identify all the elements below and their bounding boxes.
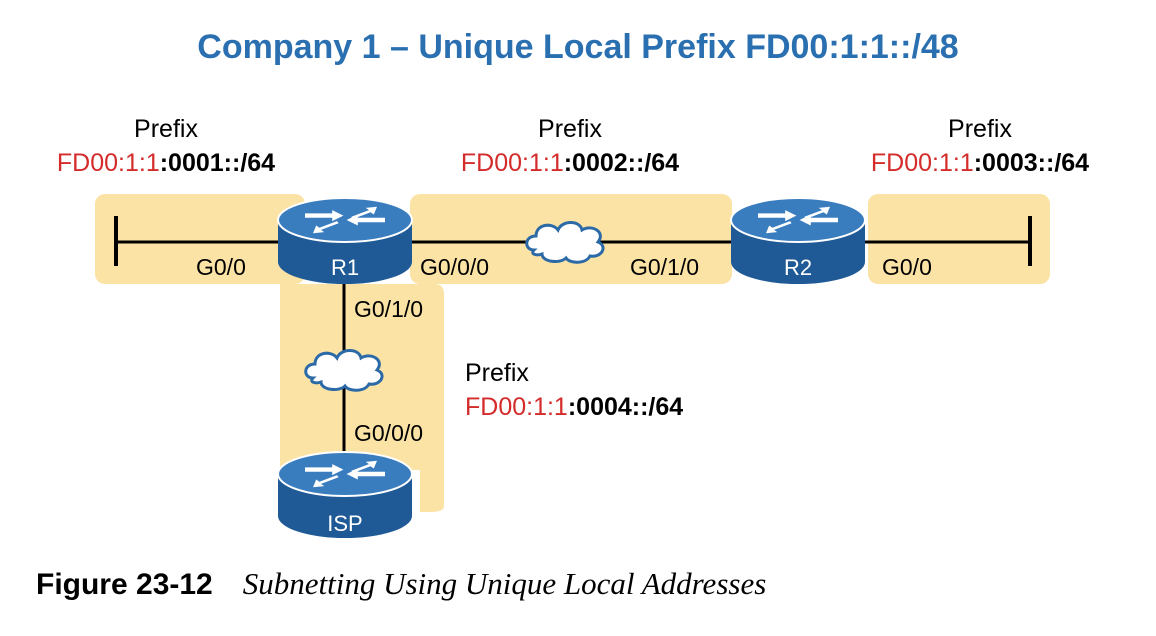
router-isp-label: ISP [327,511,362,536]
interface-label-isp-up: G0/0/0 [354,420,424,446]
prefix-label: Prefix [465,359,529,387]
prefix-subnet-id: :0004::/64 [567,393,684,421]
prefix-label: Prefix [948,115,1012,143]
interface-label-r1-left: G0/0 [196,254,246,280]
subnet-region-3 [868,194,1050,284]
router-r1-icon: R1 [277,197,413,284]
interface-label-r2-right: G0/0 [882,254,932,280]
prefix-global: FD00:1:1 [56,149,160,177]
subnet-region-1 [95,194,305,284]
prefix-subnet-4: Prefix FD00:1:1:0004::/64 [465,356,683,424]
figure-caption: Figure 23-12 Subnetting Using Unique Loca… [36,566,766,602]
prefix-global: FD00:1:1 [870,149,974,177]
prefix-global: FD00:1:1 [465,393,568,421]
interface-label-r1-right: G0/0/0 [420,254,490,280]
router-isp-icon: ISP [277,451,413,538]
prefix-label: Prefix [134,115,198,143]
cloud-icon [525,221,605,264]
interface-label-r2-left: G0/1/0 [630,254,700,280]
prefix-global: FD00:1:1 [460,149,564,177]
cloud-icon [304,349,384,392]
router-r2-label: R2 [784,255,812,280]
prefix-subnet-id: :0002::/64 [563,149,680,177]
figure-number: Figure 23-12 [36,568,213,601]
figure-caption-text: Subnetting Using Unique Local Addresses [242,566,767,601]
prefix-subnet-1: Prefix FD00:1:1:0001::/64 [36,112,296,180]
prefix-label: Prefix [538,115,602,143]
router-r1-label: R1 [331,255,359,280]
lan-segment-right [860,216,1032,266]
prefix-subnet-id: :0003::/64 [973,149,1090,177]
prefix-subnet-3: Prefix FD00:1:1:0003::/64 [850,112,1110,180]
lan-segment-left [114,216,290,266]
diagram-title: Company 1 – Unique Local Prefix FD00:1:1… [197,28,959,66]
prefix-subnet-2: Prefix FD00:1:1:0002::/64 [440,112,700,180]
router-r2-icon: R2 [730,197,866,284]
interface-label-r1-down: G0/1/0 [354,296,424,322]
prefix-subnet-id: :0001::/64 [159,149,276,177]
